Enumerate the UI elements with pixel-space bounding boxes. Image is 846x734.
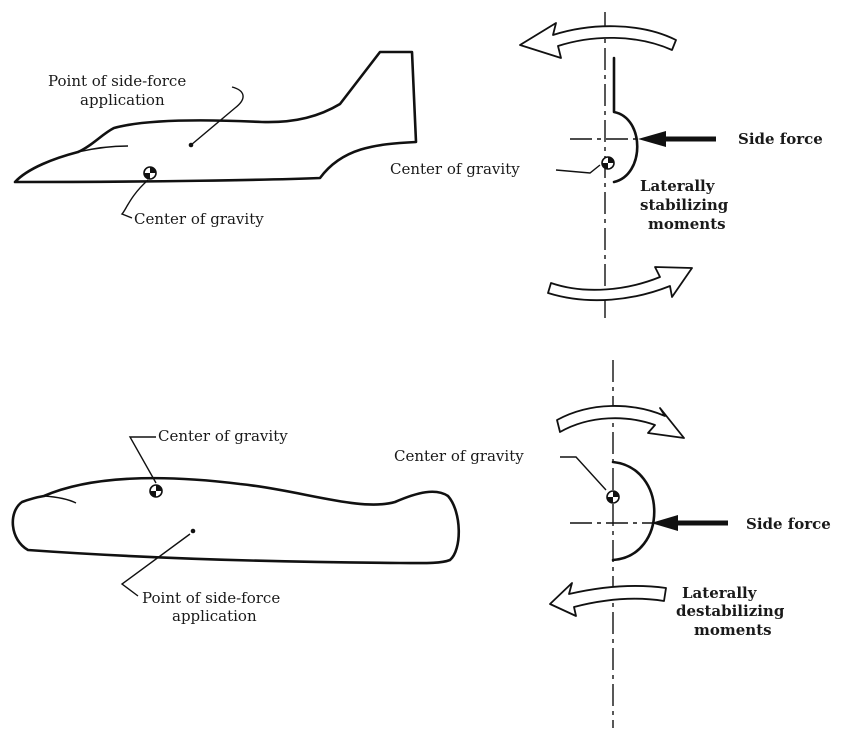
top-cg-symbol-front <box>601 156 615 170</box>
svg-text:application: application <box>172 607 257 625</box>
top-cg-label-side: Center of gravity <box>134 210 264 228</box>
bottom-side-force-point <box>190 528 196 534</box>
top-moments-label: Laterally stabilizing moments <box>640 177 729 233</box>
bottom-cg-symbol <box>149 484 163 498</box>
bottom-cg-label-front: Center of gravity <box>394 447 524 465</box>
svg-text:Laterally: Laterally <box>682 584 758 602</box>
bottom-fuselage-front <box>611 460 656 562</box>
top-lower-moment-arrow <box>547 266 693 302</box>
bottom-lower-moment-arrow <box>549 582 667 617</box>
top-side-force-label: Side force <box>738 130 823 148</box>
bottom-side-view: Center of gravity Point of side-force ap… <box>11 427 461 625</box>
bottom-aircraft-outline <box>11 476 461 565</box>
bottom-upper-moment-arrow <box>556 405 685 439</box>
bottom-cg-leader <box>128 436 157 484</box>
bottom-side-force-leader <box>120 533 191 597</box>
bottom-cg-symbol-front <box>606 490 620 504</box>
top-aircraft-outline <box>13 50 418 184</box>
top-front-view: Side force Center of gravity Laterally s… <box>390 12 823 318</box>
svg-text:moments: moments <box>648 215 726 233</box>
top-side-force-leader <box>190 86 244 146</box>
top-side-view: Point of side-force application Center o… <box>13 50 418 228</box>
svg-text:application: application <box>80 91 165 109</box>
bottom-moments-label: Laterally destabilizing moments <box>676 584 785 639</box>
bottom-canopy-line <box>43 495 77 504</box>
top-fuselage-front <box>612 56 639 184</box>
svg-text:moments: moments <box>694 621 772 639</box>
bottom-front-view: Center of gravity Side force Laterally d… <box>394 360 831 728</box>
bottom-side-force-point-label: Point of side-force application <box>142 589 280 625</box>
top-side-force-arrow <box>638 131 716 147</box>
top-cg-leader <box>120 179 149 219</box>
svg-text:Point of side-force: Point of side-force <box>48 72 186 90</box>
top-cg-label-front: Center of gravity <box>390 160 520 178</box>
svg-text:destabilizing: destabilizing <box>676 602 785 620</box>
bottom-cg-label-side: Center of gravity <box>158 427 288 445</box>
svg-text:Point of side-force: Point of side-force <box>142 589 280 607</box>
top-canopy-line <box>77 145 129 153</box>
svg-text:Laterally: Laterally <box>640 177 716 195</box>
top-upper-moment-arrow <box>519 22 677 59</box>
top-cg-symbol <box>143 166 157 180</box>
top-cg-front-leader <box>555 164 601 174</box>
top-side-force-point-label: Point of side-force application <box>48 72 186 109</box>
svg-text:stabilizing: stabilizing <box>640 196 729 214</box>
bottom-cg-front-leader <box>560 456 607 491</box>
bottom-side-force-label: Side force <box>746 515 831 533</box>
bottom-side-force-arrow <box>651 515 728 531</box>
